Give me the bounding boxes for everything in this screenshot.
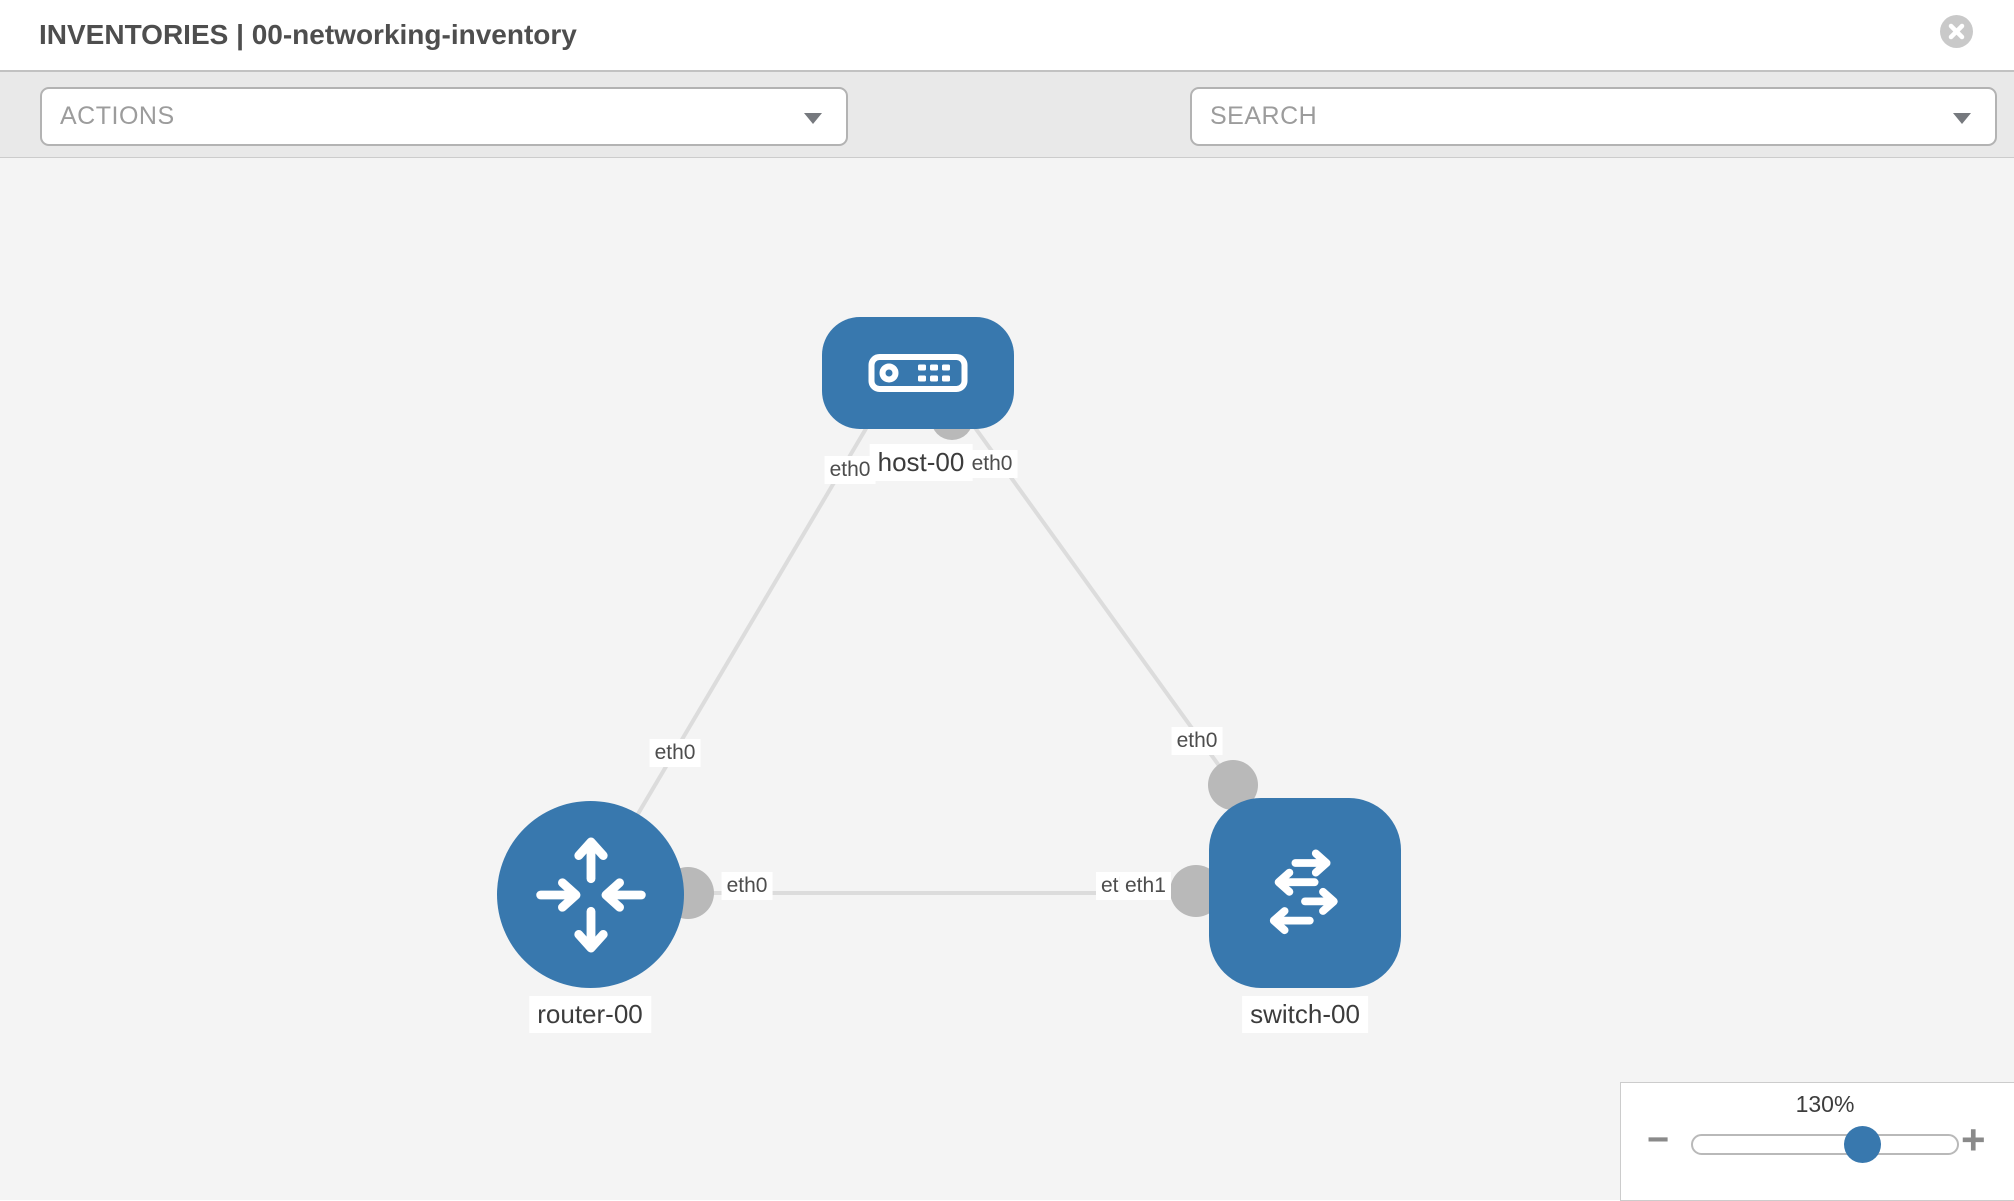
modal-header: INVENTORIES | 00-networking-inventory (0, 0, 2014, 72)
actions-dropdown[interactable]: ACTIONS (40, 87, 848, 146)
zoom-in-button[interactable]: + (1961, 1116, 1986, 1163)
iface-label-eth0: eth0 (1171, 727, 1223, 755)
close-button[interactable] (1940, 15, 1973, 48)
node-label-switch-00: switch-00 (1242, 996, 1368, 1033)
zoom-out-button[interactable]: − (1647, 1119, 1670, 1161)
chevron-down-icon (804, 113, 822, 124)
actions-dropdown-label: ACTIONS (60, 102, 175, 130)
node-router-00[interactable] (497, 801, 684, 988)
zoom-slider[interactable] (1691, 1134, 1959, 1155)
router-icon (535, 837, 646, 952)
iface-label-eth1: eth1 (1120, 872, 1171, 900)
zoom-level-value: 130% (1795, 1091, 1855, 1117)
close-icon (1948, 23, 1965, 40)
iface-label-eth0: eth0 (824, 456, 876, 484)
zoom-control-panel: 130% − + (1620, 1082, 2014, 1201)
node-switch-00[interactable] (1209, 798, 1401, 988)
iface-label-eth0: eth0 (966, 450, 1018, 478)
search-dropdown[interactable]: SEARCH (1190, 87, 1997, 146)
node-label-host-00: host-00 (869, 444, 973, 481)
switch-icon (1269, 849, 1338, 935)
page-title: INVENTORIES | 00-networking-inventory (39, 19, 577, 50)
chevron-down-icon (1953, 113, 1971, 124)
iface-label-eth0: eth0 (721, 872, 773, 900)
iface-label-eth0: eth0 (649, 739, 701, 767)
topology-edges (588, 386, 1305, 919)
endpoint-dot (1208, 760, 1258, 810)
toolbar: ACTIONS SEARCH (0, 72, 2014, 199)
node-label-router-00: router-00 (529, 996, 651, 1033)
node-host-00[interactable] (822, 317, 1014, 429)
host-icon (868, 354, 968, 392)
topology-canvas[interactable]: host-00 router-00 switch-00 eth0 eth0 et… (0, 158, 2014, 1200)
zoom-slider-thumb[interactable] (1844, 1126, 1881, 1163)
search-dropdown-label: SEARCH (1210, 102, 1318, 130)
